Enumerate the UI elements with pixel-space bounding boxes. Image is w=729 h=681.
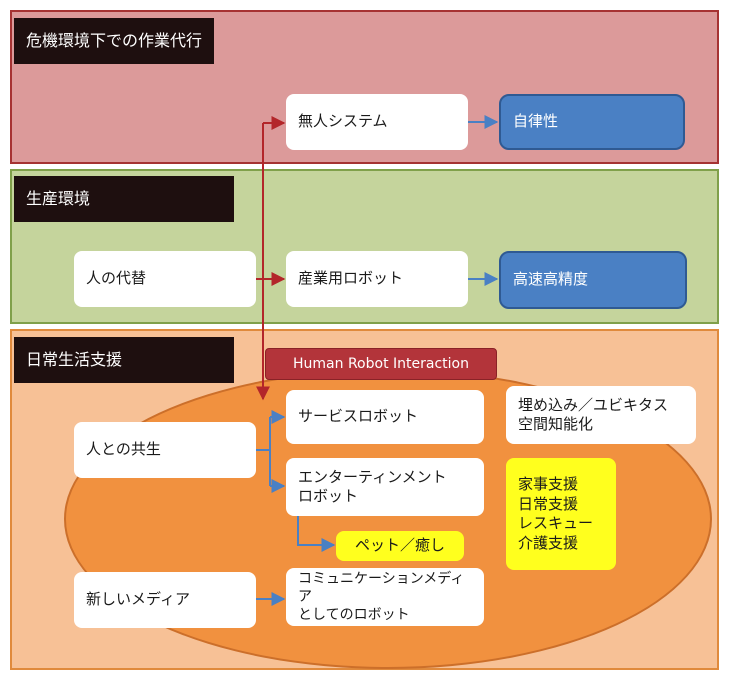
pet-healing-node: ペット／癒し [336,531,464,561]
production-panel-title: 生産環境 [14,176,234,222]
support-list-node: 家事支援 日常支援 レスキュー 介護支援 [506,458,616,570]
support-item: レスキュー [518,514,594,532]
media-robot-line-2: としてのロボット [298,607,410,624]
support-item: 介護支援 [518,533,579,552]
entertainment-line-2: ロボット [298,487,359,505]
embedded-line-2: 空間知能化 [518,415,594,433]
unmanned-system-node: 無人システム [286,94,468,150]
media-robot-line-1: コミュニケーションメディア [298,570,465,605]
hri-label: Human Robot Interaction [265,348,497,380]
daily-panel-title: 日常生活支援 [14,337,234,383]
service-robot-node: サービスロボット [286,390,484,444]
human-substitute-node: 人の代替 [74,251,256,307]
new-media-node: 新しいメディア [74,572,256,628]
high-speed-precision-node: 高速高精度 [499,251,687,309]
support-item: 家事支援 [518,475,579,493]
coexistence-node: 人との共生 [74,422,256,478]
media-robot-node: コミュニケーションメディア としてのロボット [286,568,484,626]
entertainment-line-1: エンターティンメント [298,467,447,486]
entertainment-robot-node: エンターティンメント ロボット [286,458,484,516]
support-item: 日常支援 [518,494,579,513]
embedded-line-1: 埋め込み／ユビキタス [518,395,669,414]
embedded-ubiquitous-node: 埋め込み／ユビキタス 空間知能化 [506,386,696,444]
hazardous-panel-title: 危機環境下での作業代行 [14,18,215,64]
autonomy-node: 自律性 [499,94,685,150]
industrial-robot-node: 産業用ロボット [286,251,468,307]
